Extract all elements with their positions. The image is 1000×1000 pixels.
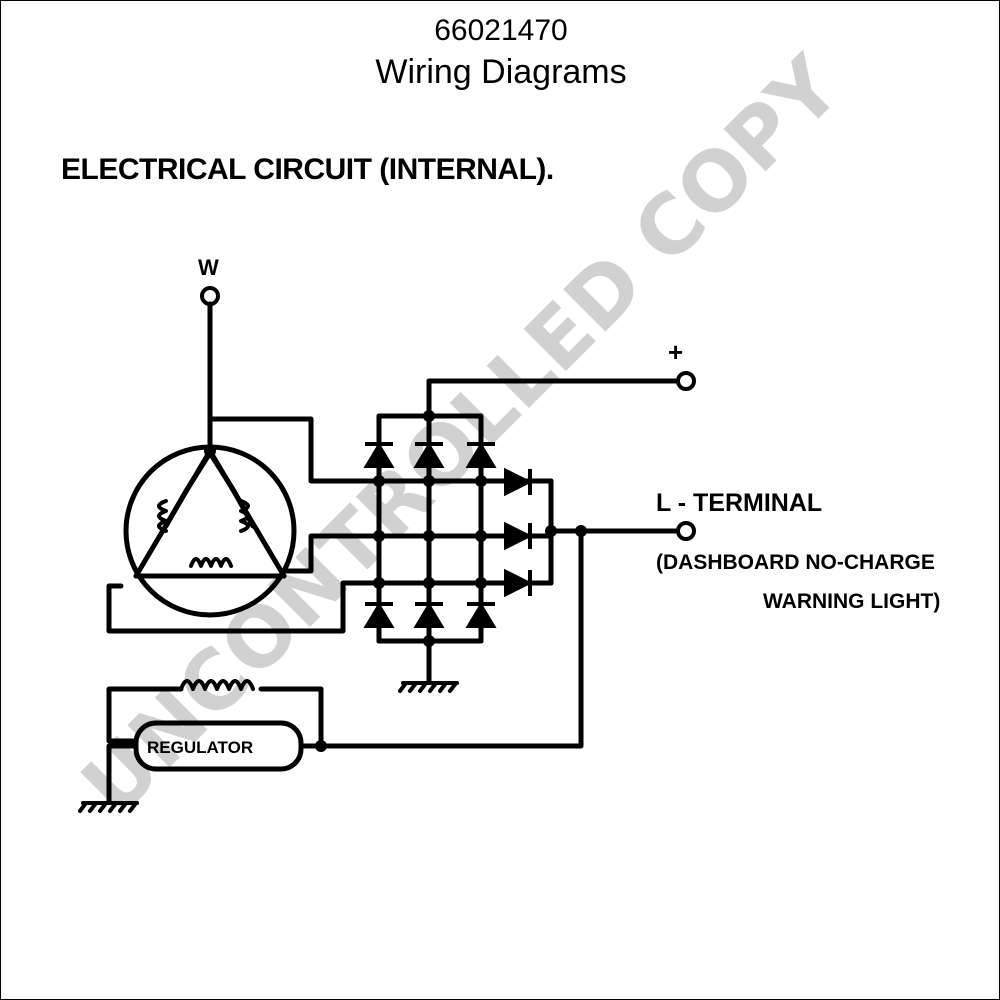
l-terminal-connector	[676, 521, 696, 541]
part-number: 66021470	[434, 14, 568, 47]
plus-terminal	[676, 371, 696, 391]
regulator-sense-wire	[318, 528, 584, 749]
w-terminal	[200, 286, 220, 454]
phase-lead-3	[106, 580, 384, 634]
diode-upper-2	[413, 442, 445, 468]
phase-lead-1	[207, 416, 384, 484]
field-wire-right	[258, 686, 324, 749]
diode-trio-2	[504, 521, 533, 551]
warning-light-note-line1: (DASHBOARD NO-CHARGE	[656, 551, 935, 574]
junction-dots	[204, 410, 587, 752]
regulator-label: REGULATOR	[147, 738, 253, 757]
regulator-ground-wire	[106, 743, 139, 804]
ground-symbol-rectifier	[398, 681, 459, 693]
watermark: UNCONTROLLED COPY	[64, 38, 860, 834]
w-label: W	[198, 255, 219, 280]
diode-upper-3	[465, 442, 497, 468]
ground-symbol-regulator	[78, 801, 139, 813]
diode-lower-1	[363, 602, 395, 628]
diode-trio-3	[504, 568, 533, 598]
phase-lead-2	[281, 533, 384, 574]
field-wire-left	[106, 686, 184, 744]
diode-lower-3	[465, 602, 497, 628]
l-terminal-label: L - TERMINAL	[656, 489, 822, 517]
header: 66021470 Wiring Diagrams	[1, 11, 999, 93]
field-coil	[179, 679, 255, 691]
diodes	[363, 442, 533, 628]
diode-trio-1	[504, 467, 533, 497]
diagram-heading: ELECTRICAL CIRCUIT (INTERNAL).	[61, 153, 554, 186]
warning-light-note-line2: WARNING LIGHT)	[763, 590, 940, 613]
stator	[123, 444, 297, 618]
plus-label: +	[668, 337, 683, 367]
diode-lower-2	[413, 602, 445, 628]
page-subtitle: Wiring Diagrams	[375, 53, 627, 91]
diode-upper-1	[363, 442, 395, 468]
